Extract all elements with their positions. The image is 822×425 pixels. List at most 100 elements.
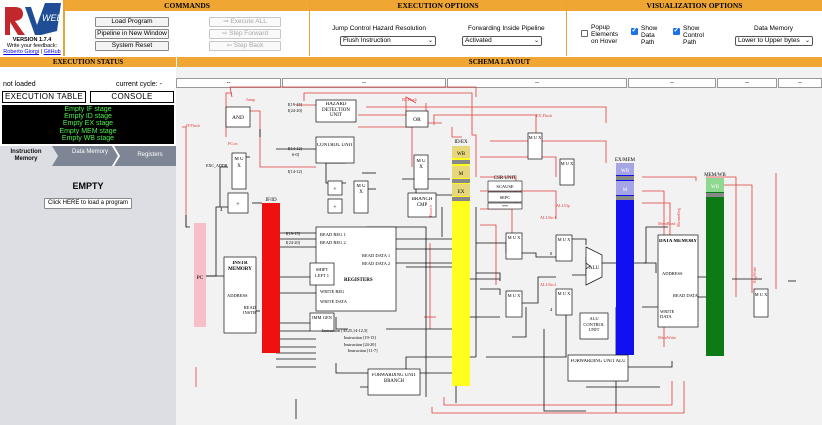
console-button[interactable]: CONSOLE — [90, 91, 174, 103]
mem-wb-wb-text: WB — [711, 185, 720, 190]
forwarding-select[interactable]: Activated ⌄ — [462, 36, 542, 46]
stage-id: Empty ID stage — [64, 113, 112, 121]
tab-divider-shape — [52, 146, 176, 166]
svg-text:+: + — [333, 205, 337, 211]
or-gate: OR — [405, 110, 429, 128]
writeback-mux: M U X — [753, 288, 769, 318]
data-wires — [185, 129, 796, 419]
tab-instruction-memory[interactable]: Instruction Memory — [0, 146, 52, 166]
svg-text:ALU: ALU — [589, 266, 600, 271]
pcsrc-signal: PCsrc — [228, 141, 238, 146]
execution-options-title: EXECUTION OPTIONS — [310, 0, 566, 11]
mem-wb-label: MEM/WB — [704, 173, 726, 178]
stage-wb: Empty WB stage — [61, 134, 115, 142]
pc-source-mux: M U X — [231, 152, 247, 190]
show-data-path-checkbox[interactable] — [631, 26, 638, 35]
forward-cell: -- — [628, 78, 716, 88]
load-program-button[interactable]: Load Program — [95, 17, 169, 27]
if-id-register — [262, 203, 280, 353]
instruction-memory-block: INSTR MEMORY ADDRESS READ INSTR — [223, 256, 257, 334]
data-memory-block: DATA MEMORY ADDRESS READ DATA WRITE DATA — [657, 234, 699, 328]
execution-table-button[interactable]: EXECUTION TABLE — [2, 91, 86, 103]
pc-label: PC — [197, 275, 204, 281]
step-back-button[interactable]: ⇦ Step Back — [209, 41, 281, 51]
forward-cell: -- — [282, 78, 446, 88]
forwarding-unit-alu: FORWARDING UNIT ALU — [567, 354, 629, 382]
svg-text:***: *** — [502, 204, 508, 209]
id-ex-wb-text: WB — [457, 152, 466, 157]
data-memory-order-select[interactable]: Lower to Upper bytes ⌄ — [735, 36, 813, 46]
execute-all-button[interactable]: ⇒ Execute ALL — [209, 17, 281, 27]
id-ex-register — [452, 146, 470, 386]
feedback-label: Write your feedback: — [6, 43, 58, 49]
program-loaded-status: not loaded — [3, 81, 36, 88]
svg-text:OR: OR — [413, 117, 421, 123]
ex-flush-mux: M U X — [527, 132, 543, 160]
jump-hazard-select[interactable]: Flush Instruction ⌄ — [340, 36, 436, 46]
alusrc1-signal: ALUSrc1 — [540, 215, 556, 220]
ex-mem-wb-slot — [616, 163, 634, 175]
logo-web-text: WEB — [42, 13, 63, 23]
github-link[interactable]: GitHub — [43, 49, 61, 55]
inst-6-0-signal: 6-0] — [292, 152, 300, 157]
id-ex-ex-text: EX — [458, 190, 465, 195]
schema-panel: -- -- -- -- -- -- — [176, 67, 822, 425]
version-label: VERSION 1.7.4 — [12, 37, 52, 43]
popup-elements-checkbox[interactable] — [581, 30, 588, 37]
pipeline-new-window-button[interactable]: Pipeline in New Window — [95, 29, 169, 39]
show-control-path-label: Show Control Path — [683, 25, 704, 46]
show-data-path-label: Show Data Path — [641, 25, 658, 46]
instr-19-15-signal: Instruction [19-15] — [344, 335, 376, 340]
immediate-adder-2: + — [327, 198, 343, 214]
visualization-options-title: VISUALIZATION OPTIONS — [567, 0, 822, 11]
inst-14-12-signal: I[14-12] — [288, 146, 303, 151]
shift-left-unit: SHIFT LEFT 1 — [309, 262, 335, 286]
svg-text:WRITE REG: WRITE REG — [320, 289, 345, 294]
instr-24-20-signal: Instruction [24-20] — [344, 342, 376, 347]
i-24-20-signal: I[24-20] — [286, 240, 301, 245]
immediate-generator: IMM GEN — [309, 312, 335, 332]
instr-11-7-signal: Instruction [11-7] — [348, 348, 378, 353]
execution-status-title: EXECUTION STATUS — [0, 57, 176, 67]
id-flush-mux: M U X — [413, 154, 429, 190]
id-ex-m-text: M — [459, 172, 464, 177]
control-unit: CONTROL UNIT — [315, 136, 355, 164]
show-control-path-checkbox[interactable] — [673, 26, 680, 35]
immediate-adder-1: + — [327, 180, 343, 196]
pipeline-stage-list: Empty IF stage Empty ID stage Empty EX s… — [2, 105, 174, 144]
system-reset-button[interactable]: System Reset — [95, 41, 169, 51]
rvweb-logo: WEB — [5, 3, 63, 35]
commands-panel: COMMANDS Load Program Pipeline in New Wi… — [65, 0, 309, 56]
memread-signal: MemRead — [658, 221, 676, 226]
memtoreg-signal: MemtoReg — [676, 207, 681, 227]
alusrc2-signal: ALUSrc2 — [540, 282, 556, 287]
id-ex-ex-slot — [452, 184, 470, 196]
tab-data-memory[interactable]: Data Memory — [71, 149, 108, 155]
alu-src2-mux: M U X — [555, 288, 573, 316]
stage-ex: Empty EX stage — [62, 120, 114, 128]
alu-control-unit: ALU CONTROL UNIT — [579, 312, 609, 340]
regwrite-signal: RegWrite — [752, 267, 757, 283]
alu-input-b-mux: M U X — [505, 290, 523, 318]
forward-cell: -- — [447, 78, 627, 88]
step-forward-button[interactable]: ⇨ Step Forward — [209, 29, 281, 39]
forwarding-status-row: -- -- -- -- -- -- — [176, 78, 822, 89]
visualization-options-panel: VISUALIZATION OPTIONS Popup Elements on … — [567, 0, 822, 56]
mem-wb-register — [706, 178, 724, 356]
inst-19-15-signal: I[19-15] — [288, 102, 303, 107]
author-link[interactable]: Roberto Giorgi — [3, 49, 40, 55]
if-id-label: IF/ID — [265, 198, 277, 203]
schema-layout-title: SCHEMA LAYOUT — [177, 57, 822, 67]
svg-text:READ REG 1: READ REG 1 — [320, 232, 346, 237]
id-flush-signal: ID.Flush — [402, 97, 418, 102]
current-cycle-status: current cycle: - — [116, 81, 162, 88]
forward-cell: -- — [176, 78, 281, 88]
load-program-link-button[interactable]: Click HERE to load a program — [44, 198, 132, 209]
svg-text:+: + — [333, 187, 337, 193]
instruction-memory-empty-label: EMPTY — [72, 181, 104, 191]
chevron-down-icon: ⌄ — [427, 38, 433, 44]
tab-registers[interactable]: Registers — [137, 152, 163, 158]
and-gate: AND — [225, 106, 251, 128]
svg-text:READ DATA 1: READ DATA 1 — [362, 253, 390, 258]
